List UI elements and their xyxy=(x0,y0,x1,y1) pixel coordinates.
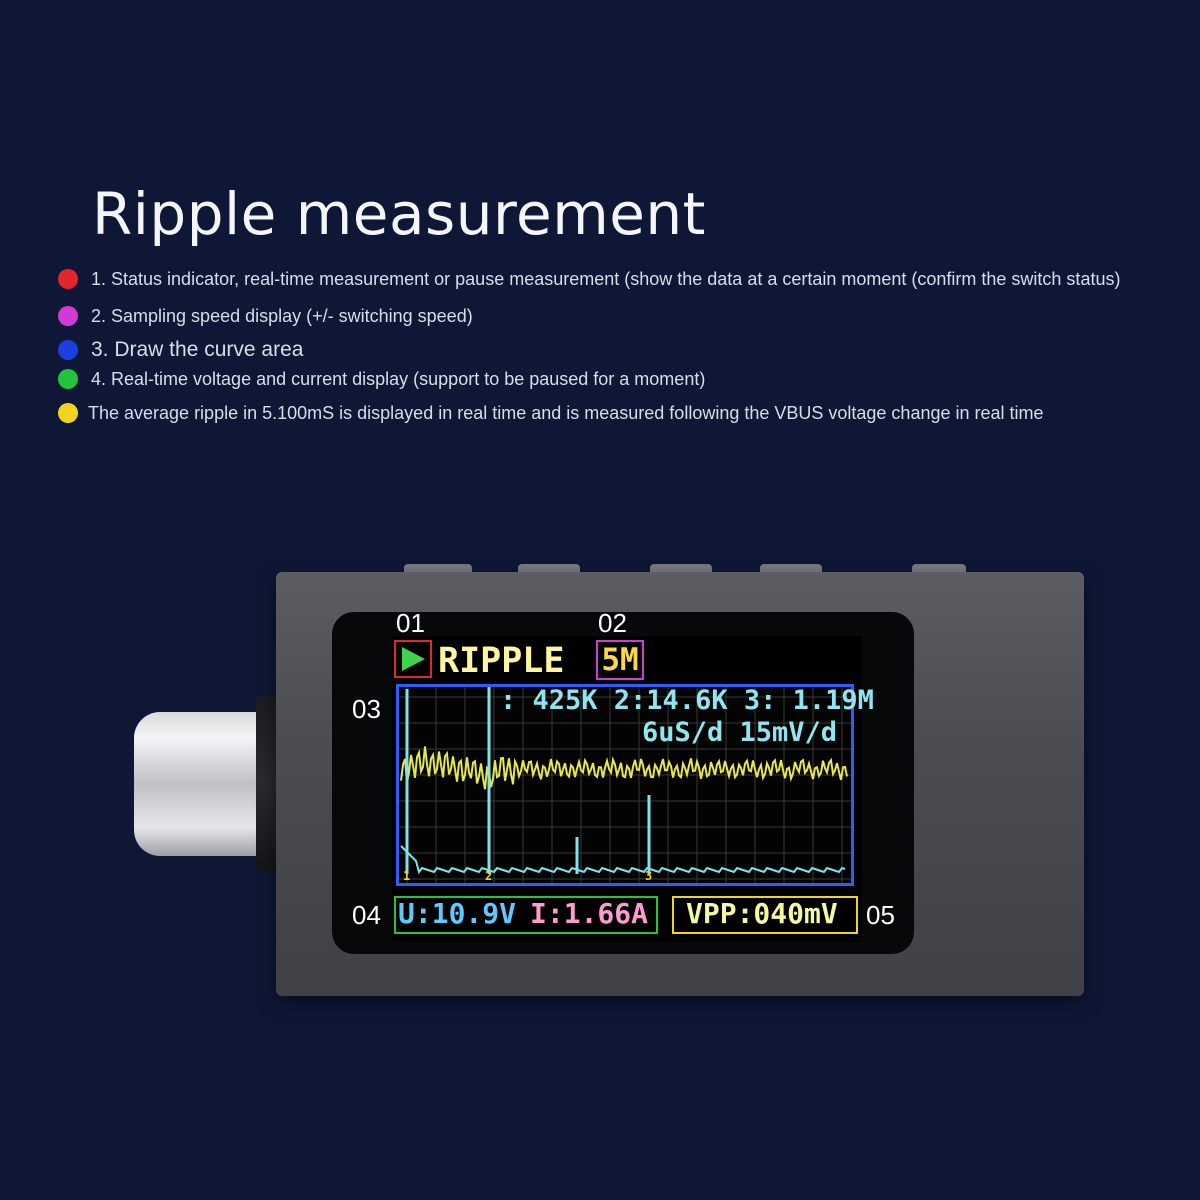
status-indicator-box[interactable] xyxy=(394,640,432,678)
vpp-value: VPP:040mV xyxy=(686,897,838,930)
legend-item-label: 1. Status indicator, real-time measureme… xyxy=(91,268,1121,289)
scale-readout: 6uS/d 15mV/d xyxy=(642,717,838,748)
sampling-speed-value: 5M xyxy=(601,642,639,678)
usb-c-plug xyxy=(134,712,262,856)
legend-item-label: 3. Draw the curve area xyxy=(91,338,304,361)
callout-02: 02 xyxy=(598,608,627,638)
yellow-dot-icon xyxy=(58,403,78,423)
peak-marker-label: 2 xyxy=(485,869,492,883)
voltage-current-box xyxy=(394,896,658,934)
legend-item-label: 4. Real-time voltage and current display… xyxy=(91,368,706,389)
legend-item-label: 2. Sampling speed display (+/- switching… xyxy=(91,305,473,326)
legend: 1. Status indicator, real-time measureme… xyxy=(0,0,1200,440)
curve-plot: 1 2 3 xyxy=(399,687,851,883)
callout-03: 03 xyxy=(352,694,381,724)
legend-item-voltage-current: 4. Real-time voltage and current display… xyxy=(58,366,705,392)
ripple-waveform xyxy=(400,746,848,790)
callout-05: 05 xyxy=(866,900,895,930)
legend-item-label: The average ripple in 5.100mS is display… xyxy=(88,402,1044,423)
page-title: Ripple measurement xyxy=(92,180,706,248)
callout-04: 04 xyxy=(352,900,381,930)
peak-marker-label: 3 xyxy=(645,869,652,883)
mode-label: RIPPLE xyxy=(438,641,565,681)
magenta-dot-icon xyxy=(58,306,78,326)
legend-item-sampling: 2. Sampling speed display (+/- switching… xyxy=(58,303,473,329)
spectrum-trace xyxy=(400,845,846,875)
green-dot-icon xyxy=(58,369,78,389)
legend-item-status: 1. Status indicator, real-time measureme… xyxy=(58,266,1120,292)
blue-dot-icon xyxy=(58,340,78,360)
current-value: I:1.66A xyxy=(530,897,649,930)
legend-item-vpp: The average ripple in 5.100mS is display… xyxy=(58,400,1044,426)
voltage-value: U:10.9V xyxy=(398,897,517,930)
frequency-readout: : 425K 2:14.6K 3: 1.19M xyxy=(500,685,874,716)
red-dot-icon xyxy=(58,269,78,289)
peak-marker-label: 1 xyxy=(403,869,410,883)
callout-01: 01 xyxy=(396,608,425,638)
curve-area: 1 2 3 xyxy=(396,684,854,886)
sampling-speed-box[interactable] xyxy=(596,640,644,680)
legend-item-curve: 3. Draw the curve area xyxy=(58,337,303,363)
play-icon xyxy=(402,647,425,671)
vpp-box xyxy=(672,896,858,934)
